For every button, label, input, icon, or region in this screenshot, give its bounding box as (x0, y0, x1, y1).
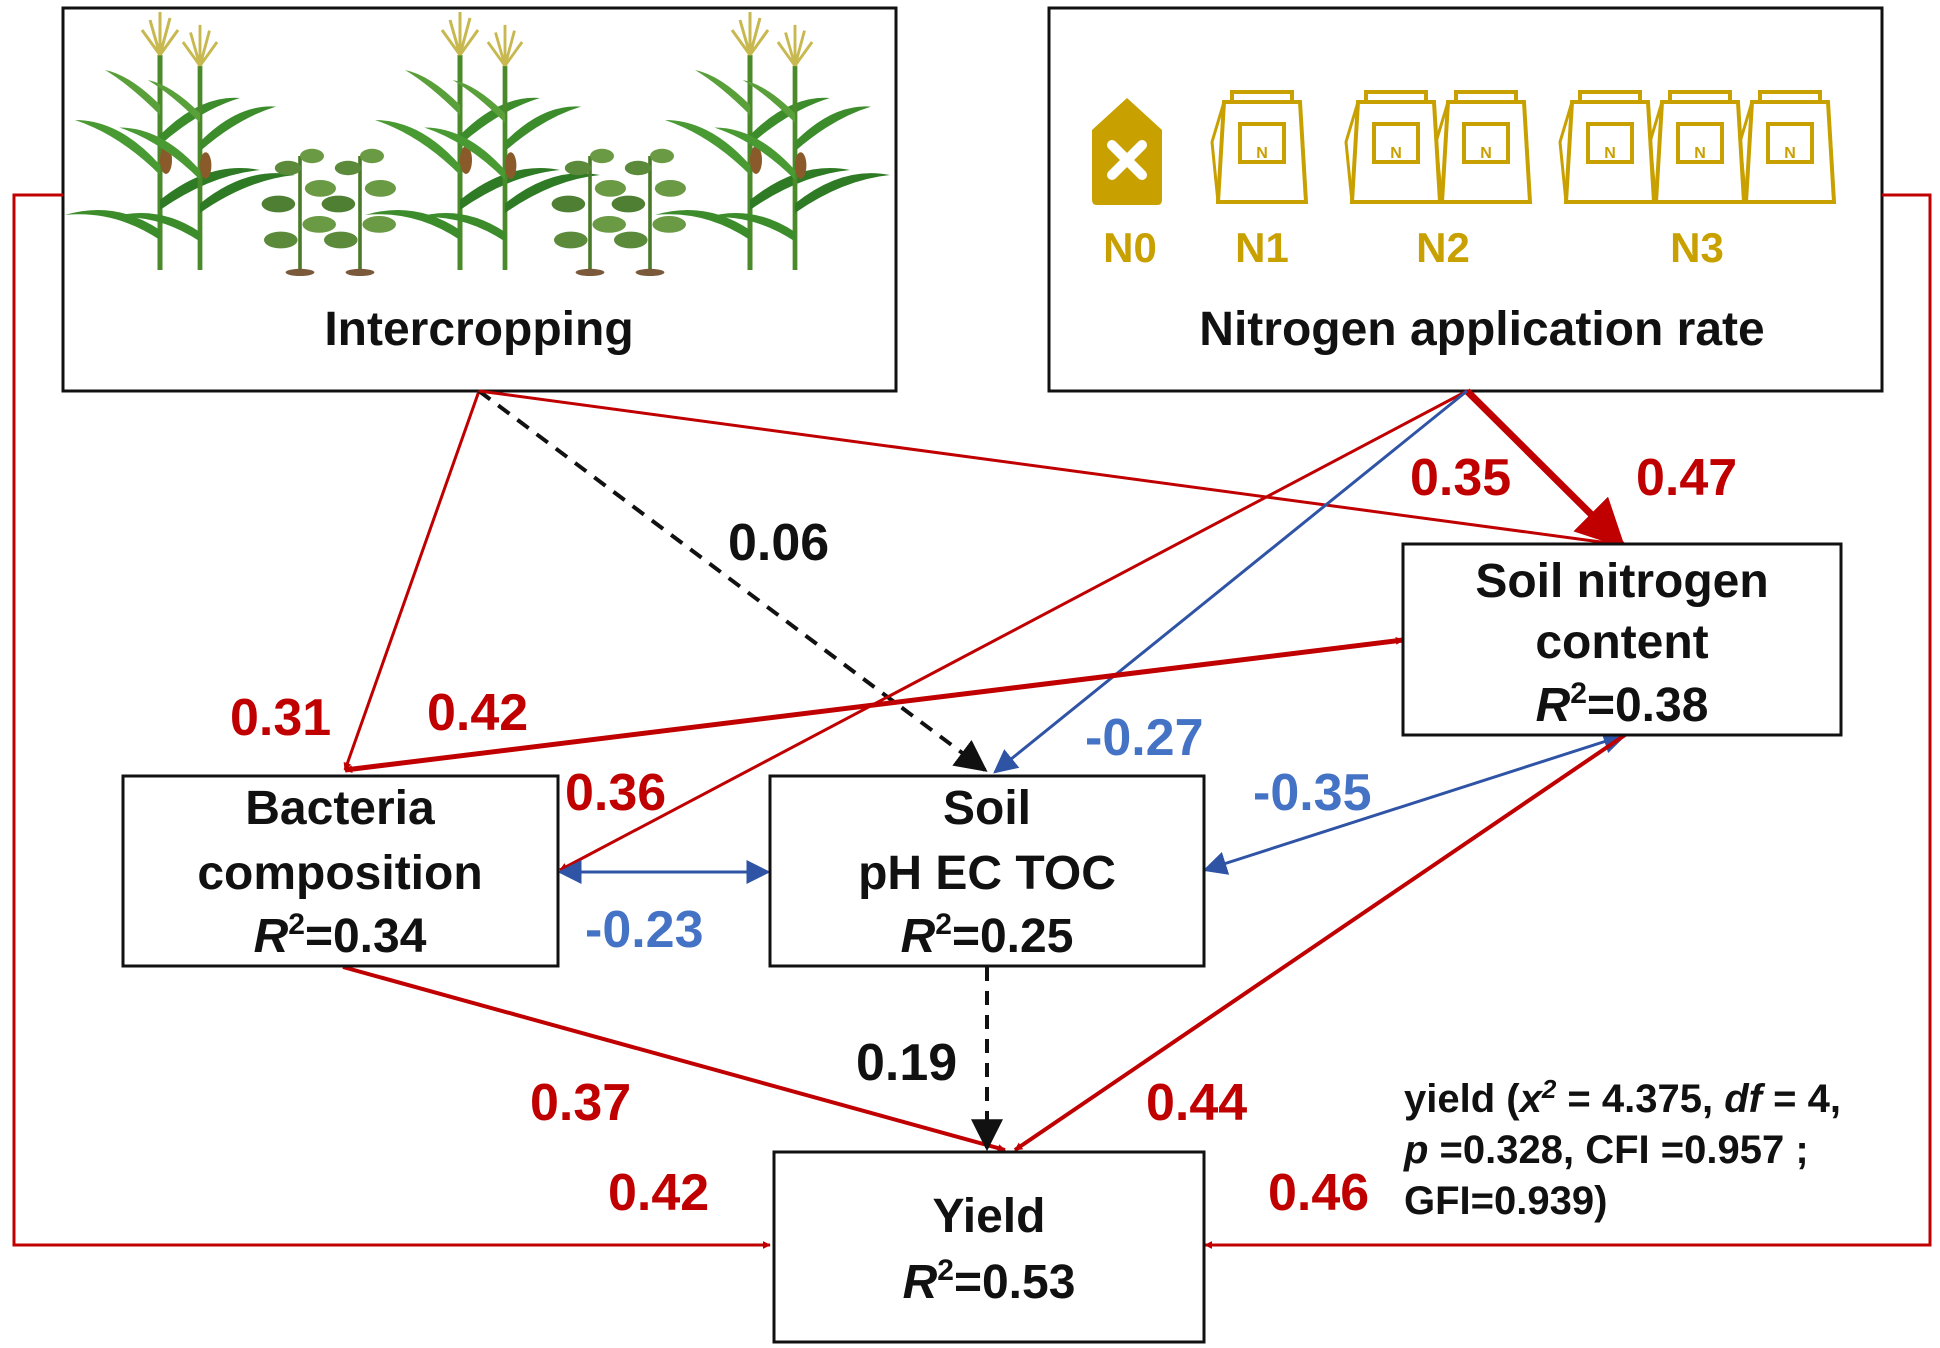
coef-nitrogen-bacteria: 0.36 (565, 764, 666, 822)
no-fertilizer-icon (1092, 98, 1162, 205)
svg-text:Soil nitrogen: Soil nitrogen (1475, 555, 1768, 608)
model-fit-statistics: yield (x2 = 4.375, df = 4, p =0.328, CFI… (1403, 1074, 1841, 1223)
coef-soil-yield: 0.19 (856, 1034, 957, 1092)
path-nitrogen-yield (1204, 193, 1932, 1249)
path-nitrogen-soil (993, 389, 1468, 774)
level-label-n3: N3 (1670, 224, 1724, 271)
svg-text:N: N (1784, 145, 1796, 162)
svg-text:pH EC TOC: pH EC TOC (858, 847, 1116, 900)
path-soilnitrogen-soil (1202, 730, 1628, 875)
coef-nitrogen-soil: -0.27 (1085, 709, 1204, 767)
svg-text:N: N (1694, 145, 1706, 162)
coef-soilnitrogen-yield: 0.44 (1146, 1074, 1247, 1132)
path-intercropping-soilnitrogen (478, 389, 1624, 549)
nitrogen-label: Nitrogen application rate (1199, 303, 1764, 356)
node-yield: Yield R2=0.53 (772, 1150, 1206, 1344)
fertilizer-bag-icon: N (1344, 90, 1442, 204)
fertilizer-bag-icon: N (1738, 90, 1836, 204)
level-label-n0: N0 (1103, 224, 1157, 271)
coef-soilnitrogen-soil: -0.35 (1253, 764, 1372, 822)
path-nitrogen-soilnitrogen (1464, 388, 1626, 549)
node-soil-nitrogen: Soil nitrogen content R2=0.38 (1401, 542, 1843, 737)
coef-nitrogen-soilnitrogen: 0.47 (1636, 449, 1737, 507)
svg-text:N: N (1256, 145, 1268, 162)
path-intercropping-soil (477, 389, 988, 772)
svg-text:p =0.328, CFI =0.957 ;: p =0.328, CFI =0.957 ; (1403, 1128, 1809, 1172)
coef-intercropping-soil: 0.06 (728, 514, 829, 572)
svg-text:N: N (1480, 145, 1492, 162)
node-soil: Soil pH EC TOC R2=0.25 (768, 774, 1206, 968)
level-label-n2: N2 (1416, 224, 1470, 271)
path-bacteria-yield (342, 965, 1006, 1152)
svg-text:composition: composition (197, 847, 482, 900)
r2-value: R2=0.34 (254, 908, 427, 963)
svg-text:Yield: Yield (933, 1190, 1046, 1243)
coef-bacteria-soil: -0.23 (585, 901, 704, 959)
path-arrows (12, 193, 1932, 1249)
coef-intercropping-yield: 0.42 (608, 1164, 709, 1222)
coef-nitrogen-yield: 0.46 (1268, 1164, 1369, 1222)
path-soilnitrogen-yield (1013, 733, 1627, 1152)
path-coefficients: 0.06 0.35 0.47 0.31 0.42 0.36 -0.27 -0.3… (230, 449, 1737, 1222)
svg-text:Soil: Soil (943, 782, 1031, 835)
r2-value: R2=0.38 (1536, 677, 1709, 732)
svg-text:content: content (1535, 616, 1708, 669)
svg-text:yield (x2 = 4.375, df = 4,: yield (x2 = 4.375, df = 4, (1404, 1074, 1841, 1121)
fertilizer-bag-icon: N (1210, 90, 1308, 204)
fertilizer-bag-icon: N (1558, 90, 1656, 204)
intercropping-panel: Intercropping (61, 6, 898, 393)
svg-text:Bacteria: Bacteria (245, 782, 435, 835)
coef-intercropping-bacteria: 0.31 (230, 689, 331, 747)
coef-soilnitrogen-bacteria: 0.42 (427, 684, 528, 742)
svg-text:N: N (1604, 145, 1616, 162)
r2-value: R2=0.53 (903, 1254, 1076, 1309)
node-bacteria: Bacteria composition R2=0.34 (121, 774, 560, 968)
level-label-n1: N1 (1235, 224, 1289, 271)
intercropping-label: Intercropping (324, 303, 633, 356)
path-soilnitrogen-bacteria (344, 636, 1404, 774)
coef-bacteria-yield: 0.37 (530, 1074, 631, 1132)
fertilizer-bag-icon: N (1434, 90, 1532, 204)
svg-text:GFI=0.939): GFI=0.939) (1404, 1179, 1607, 1223)
svg-text:N: N (1390, 145, 1402, 162)
path-intercropping-yield (12, 193, 771, 1249)
coef-intercropping-soilnitrogen: 0.35 (1410, 449, 1511, 507)
fertilizer-bag-icon: N (1648, 90, 1746, 204)
path-nitrogen-bacteria (559, 389, 1468, 872)
nitrogen-panel: N N N N N N N0 N1 N2 N3 Nitrogen applica… (1047, 6, 1884, 393)
r2-value: R2=0.25 (901, 908, 1074, 963)
